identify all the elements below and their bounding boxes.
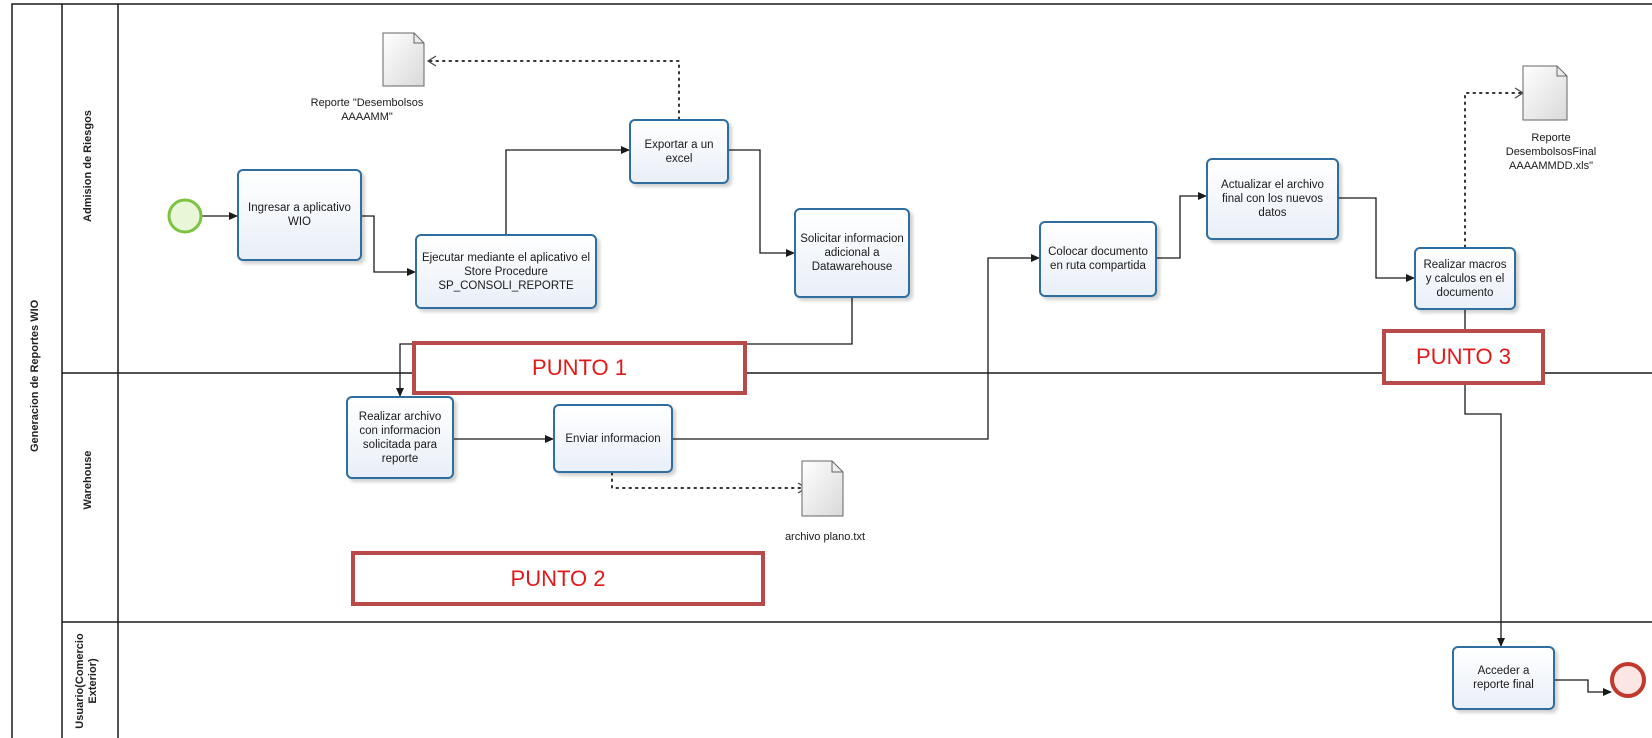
data-associations — [426, 55, 1525, 494]
task-acceder-reporte[interactable]: Acceder a reporte final — [1452, 646, 1555, 710]
task-ejecutar-store-procedure[interactable]: Ejecutar mediante el aplicativo el Store… — [415, 234, 597, 309]
flow-colocar-actualizar — [1157, 192, 1207, 259]
task-label: Exportar a un excel — [644, 138, 714, 165]
document-label-desembolsos: Reporte "Desembolsos AAAAMM" — [310, 97, 424, 123]
document-label-archivo-plano: archivo plano.txt — [784, 531, 866, 543]
flow-exportar-solicitar — [729, 149, 795, 257]
task-label: Actualizar el archivo final con los nuev… — [1221, 179, 1324, 219]
flow-ingresar-ejecutar — [362, 215, 416, 276]
task-label: Realizar macros y calculos en el documen… — [1423, 258, 1507, 299]
task-realizar-macros[interactable]: Realizar macros y calculos en el documen… — [1414, 247, 1516, 310]
callout-punto-3: PUNTO 3 — [1382, 329, 1545, 385]
start-event — [167, 198, 203, 234]
pool-title: Generacion de Reportes WIO — [29, 299, 41, 452]
callout-punto-1: PUNTO 1 — [412, 341, 747, 395]
document-icon — [1522, 65, 1568, 121]
lane-label-admision: Admision de Riesgos — [82, 110, 94, 222]
lane-label-warehouse: Warehouse — [82, 450, 94, 510]
task-label: Enviar informacion — [565, 432, 661, 445]
assoc-enviar-archivo — [611, 472, 808, 494]
task-colocar-documento[interactable]: Colocar documento en ruta compartida — [1039, 221, 1157, 297]
task-label: Solicitar informacion adicional a Datawa… — [800, 233, 904, 273]
document-icon — [382, 32, 425, 87]
task-exportar-excel[interactable]: Exportar a un excel — [629, 119, 729, 184]
lane-label-usuario-text: Usuario(Comercio Exterior) — [74, 633, 99, 729]
flow-ejecutar-exportar — [505, 146, 630, 234]
task-solicitar-informacion[interactable]: Solicitar informacion adicional a Datawa… — [794, 208, 910, 298]
flow-enviar-colocar — [673, 254, 1040, 440]
document-label-final: Reporte DesembolsosFinal AAAAMMDD.xls" — [1505, 132, 1597, 172]
assoc-exportar-desembolsos — [426, 55, 680, 120]
task-realizar-archivo[interactable]: Realizar archivo con informacion solicit… — [346, 396, 454, 479]
task-label: Ingresar a aplicativo WIO — [248, 202, 351, 228]
pool-frame — [11, 3, 1652, 738]
callout-punto-2: PUNTO 2 — [351, 551, 765, 606]
assoc-macros-final — [1464, 87, 1525, 248]
lane-label-usuario: Usuario(Comercio Exterior) — [74, 626, 100, 736]
flow-actualizar-macros — [1339, 197, 1415, 282]
task-label: Realizar archivo con informacion solicit… — [358, 410, 442, 465]
document-icon — [801, 460, 844, 517]
task-label: Colocar documento en ruta compartida — [1048, 246, 1148, 272]
flow-acceder-end — [1555, 679, 1612, 696]
task-label: Ejecutar mediante el aplicativo el Store… — [421, 251, 591, 292]
end-event — [1610, 662, 1646, 698]
task-ingresar-wio[interactable]: Ingresar a aplicativo WIO — [237, 169, 362, 261]
task-label: Acceder a reporte final — [1473, 665, 1534, 691]
task-enviar-informacion[interactable]: Enviar informacion — [553, 404, 673, 473]
task-actualizar-archivo[interactable]: Actualizar el archivo final con los nuev… — [1206, 158, 1339, 240]
